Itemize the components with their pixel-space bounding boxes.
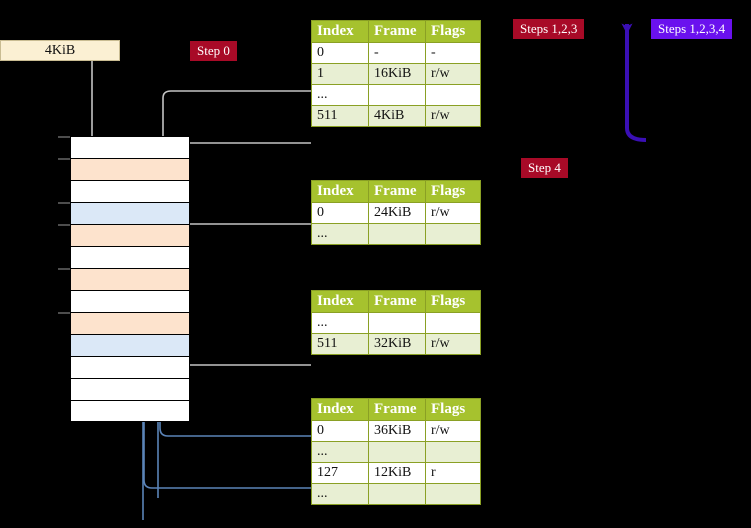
column-header-frame: Frame — [368, 180, 426, 203]
table-cell: 24KiB — [368, 202, 426, 224]
memory-frame-row — [70, 202, 190, 224]
column-header-flags: Flags — [425, 20, 481, 43]
table-cell — [425, 84, 481, 106]
table-cell: ... — [311, 312, 369, 334]
column-header-index: Index — [311, 398, 369, 421]
table-cell: r/w — [425, 420, 481, 442]
table-cell — [368, 441, 426, 463]
memory-frame-tick — [58, 312, 70, 314]
table-cell: 4KiB — [368, 105, 426, 127]
column-header-flags: Flags — [425, 290, 481, 313]
table-cell: 1 — [311, 63, 369, 85]
badge-steps-1234: Steps 1,2,3,4 — [651, 19, 733, 39]
table-cell: - — [425, 42, 481, 64]
column-header-frame: Frame — [368, 290, 426, 313]
badge-step-0: Step 0 — [190, 41, 237, 61]
table-row: ... — [311, 483, 481, 505]
memory-frame-row — [70, 180, 190, 202]
wire-table2-to-memory — [177, 223, 311, 260]
table-cell: ... — [311, 84, 369, 106]
memory-frame-tick — [58, 224, 70, 226]
memory-frame-row — [70, 378, 190, 400]
table-cell: r/w — [425, 202, 481, 224]
table-row: ... — [311, 441, 481, 463]
table-cell: 32KiB — [368, 333, 426, 355]
table-cell — [425, 312, 481, 334]
column-header-flags: Flags — [425, 180, 481, 203]
memory-frame-row — [70, 224, 190, 246]
column-header-frame: Frame — [368, 20, 426, 43]
column-header-frame: Frame — [368, 398, 426, 421]
badge-steps-123: Steps 1,2,3 — [513, 19, 585, 39]
table-cell — [425, 483, 481, 505]
table-cell: 0 — [311, 202, 369, 224]
table-cell: - — [368, 42, 426, 64]
memory-frame-tick — [58, 158, 70, 160]
wire-table3-to-memory — [177, 306, 311, 366]
table-cell: r/w — [425, 63, 481, 85]
table-row: 0-- — [311, 42, 481, 64]
table-cell — [368, 312, 426, 334]
memory-frame-row — [70, 158, 190, 180]
table-cell — [368, 84, 426, 106]
size-box-4kib: 4KiB — [0, 40, 120, 61]
table-cell: ... — [311, 441, 369, 463]
column-header-flags: Flags — [425, 398, 481, 421]
table-cell: 0 — [311, 42, 369, 64]
wire-table1-to-memory — [170, 142, 311, 168]
table-cell: r — [425, 462, 481, 484]
table-cell: 16KiB — [368, 63, 426, 85]
table-row: ... — [311, 223, 481, 245]
table-cell: r/w — [425, 105, 481, 127]
memory-frame-row — [70, 312, 190, 334]
wire-table4-row127 — [143, 418, 311, 489]
column-header-index: Index — [311, 180, 369, 203]
table-cell: ... — [311, 483, 369, 505]
table-row: ... — [311, 312, 481, 334]
table-cell: 511 — [311, 333, 369, 355]
table-cell — [425, 223, 481, 245]
table-row: ... — [311, 84, 481, 106]
memory-frame-row — [70, 400, 190, 422]
memory-frame-tick — [58, 202, 70, 204]
column-header-index: Index — [311, 290, 369, 313]
physical-memory-column — [58, 136, 190, 422]
table-cell — [425, 441, 481, 463]
wire-purple-steps-arrow — [621, 23, 647, 142]
memory-frame-row — [70, 136, 190, 158]
badge-step-4: Step 4 — [521, 158, 568, 178]
memory-frame-row — [70, 356, 190, 378]
table-cell: r/w — [425, 333, 481, 355]
memory-frame-row — [70, 290, 190, 312]
table-cell: 0 — [311, 420, 369, 442]
column-header-index: Index — [311, 20, 369, 43]
memory-frame-row — [70, 268, 190, 290]
memory-frame-row — [70, 334, 190, 356]
table-cell: 12KiB — [368, 462, 426, 484]
table-cell — [368, 483, 426, 505]
table-cell: 127 — [311, 462, 369, 484]
table-cell: ... — [311, 223, 369, 245]
table-cell — [368, 223, 426, 245]
memory-frame-tick — [58, 268, 70, 270]
table-cell: 511 — [311, 105, 369, 127]
table-cell: 36KiB — [368, 420, 426, 442]
memory-frame-row — [70, 246, 190, 268]
memory-frame-tick — [58, 136, 70, 138]
